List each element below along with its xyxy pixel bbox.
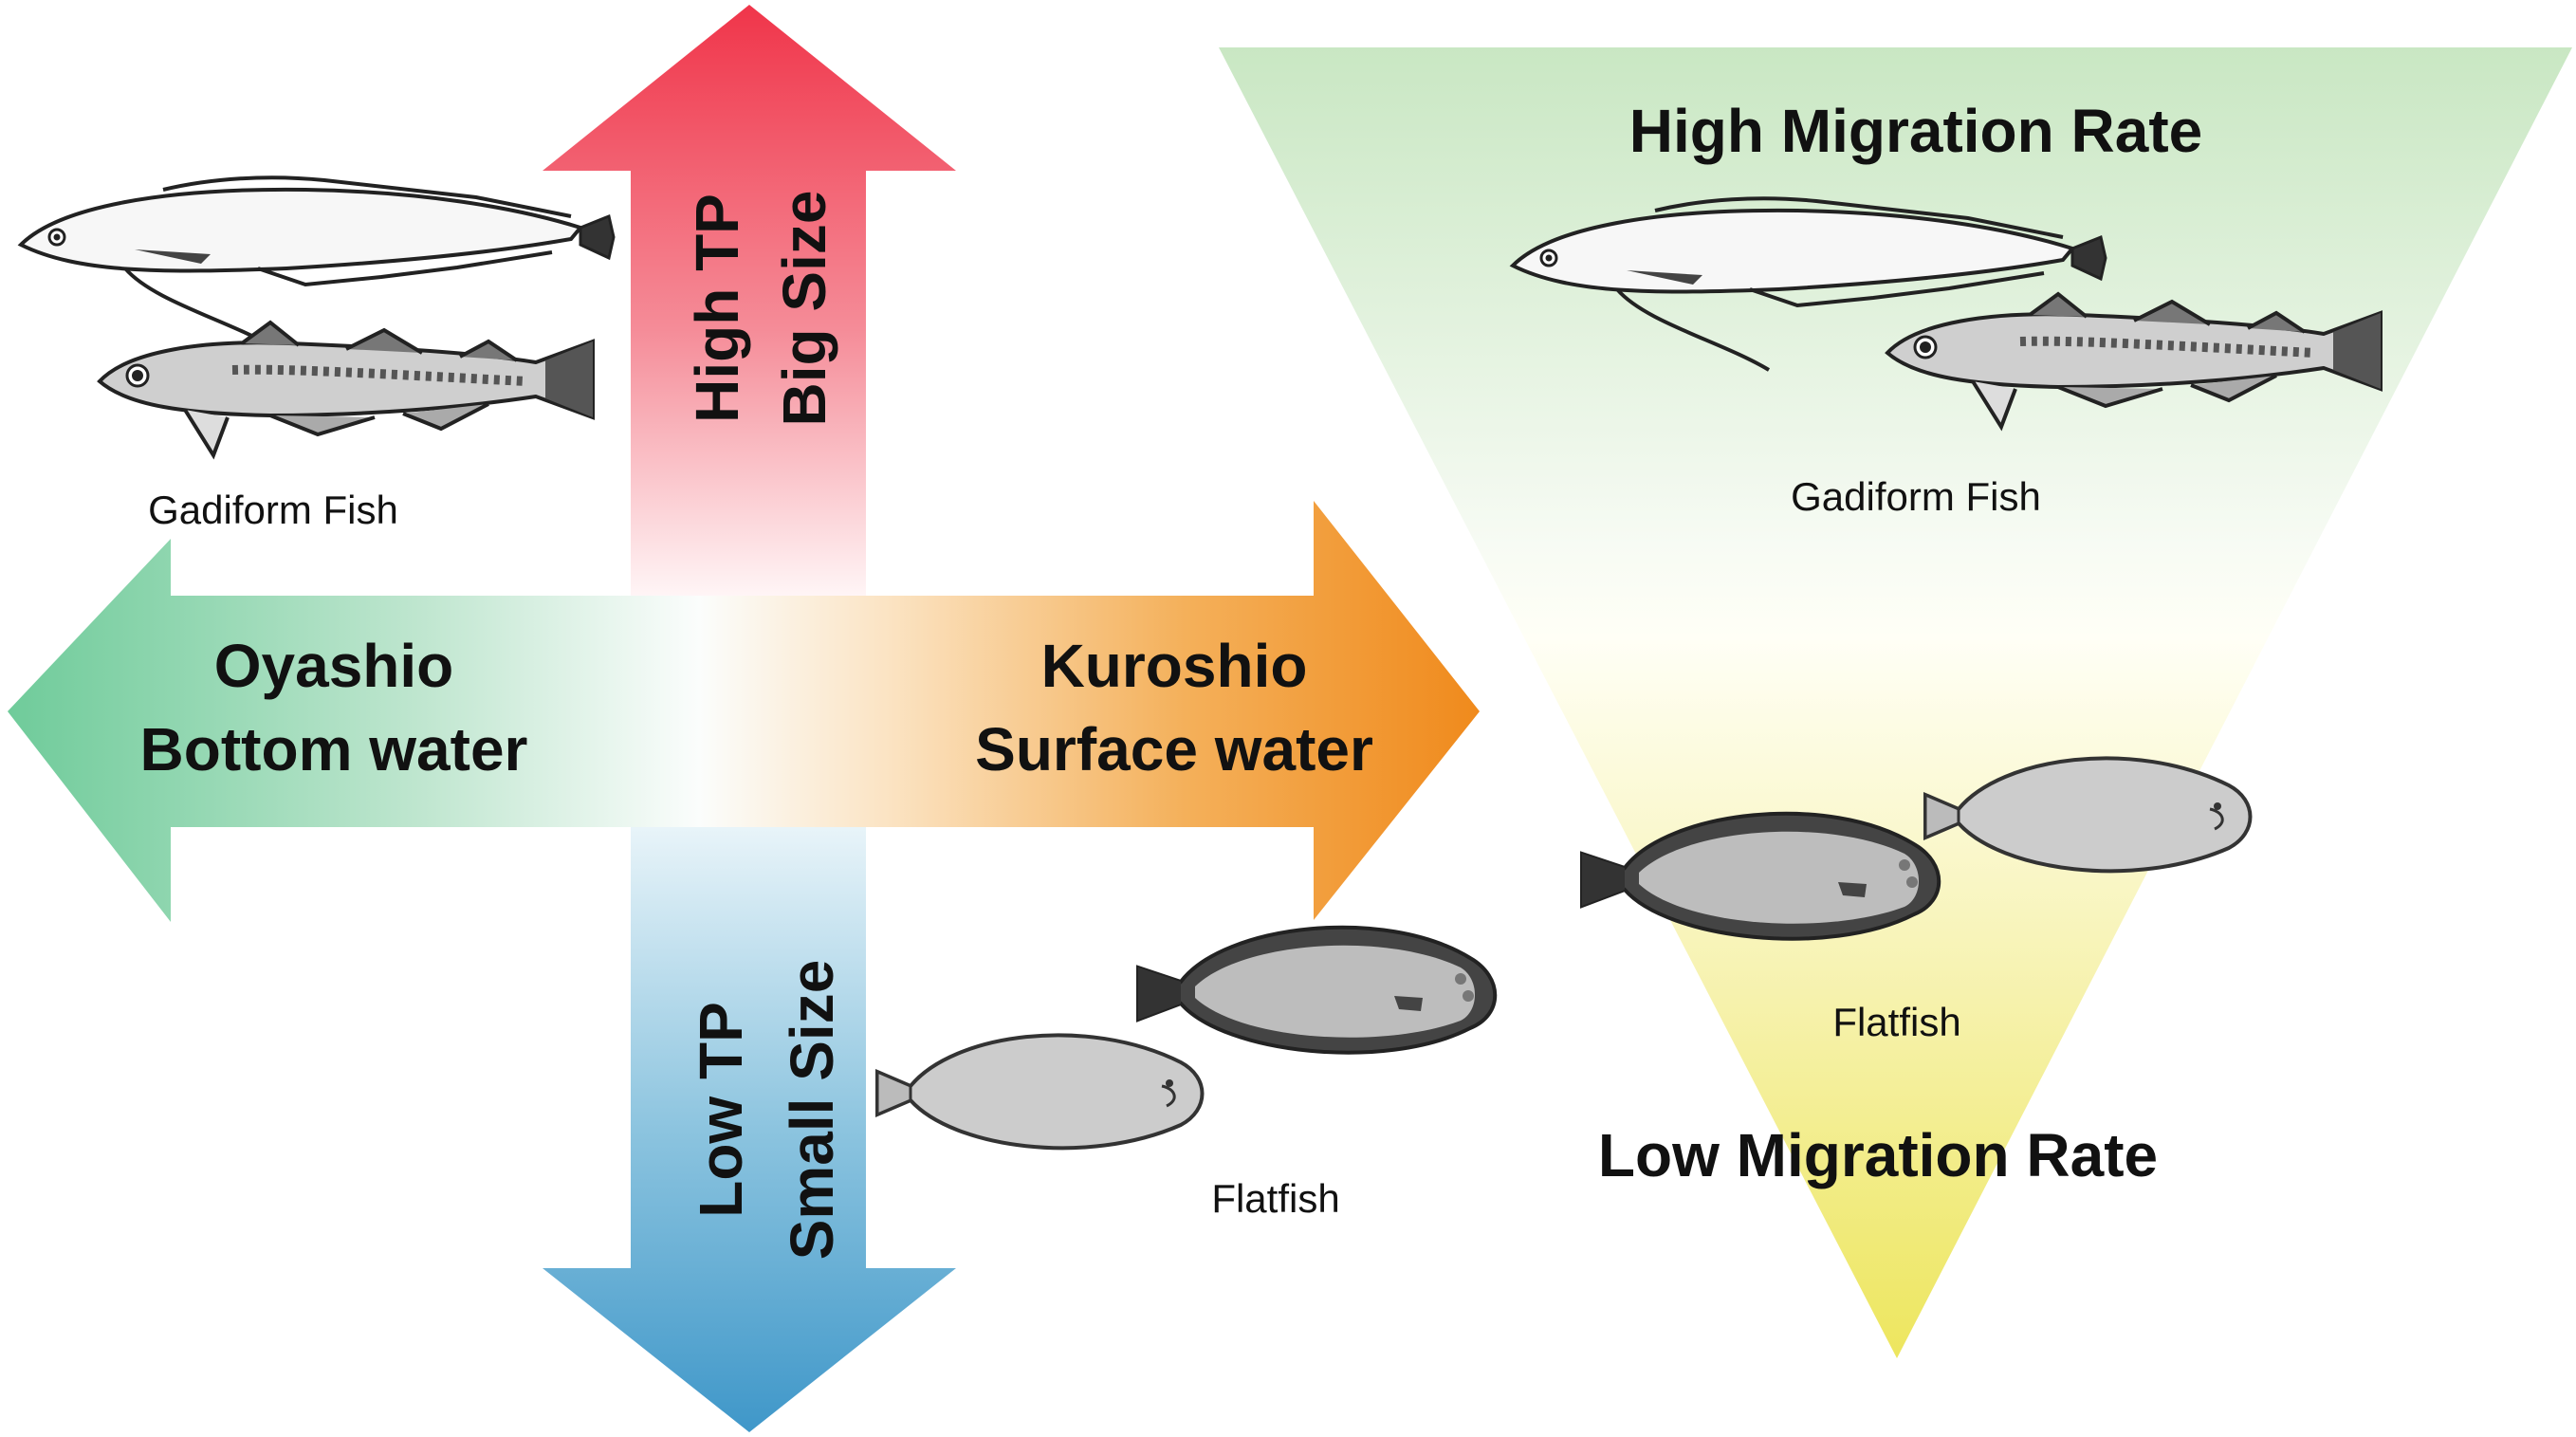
up-label-line2: Big Size xyxy=(770,191,838,427)
up-arrow-label: High TP Big Size xyxy=(683,191,838,427)
low-migration-title: Low Migration Rate xyxy=(1598,1121,2158,1189)
left-label-line2: Bottom water xyxy=(140,715,528,783)
down-label-line2: Small Size xyxy=(778,960,846,1261)
triangle-flatfish-label: Flatfish xyxy=(1832,1000,1960,1044)
down-arrow xyxy=(543,827,956,1432)
horizontal-arrow xyxy=(8,501,1480,922)
left-light-flatfish xyxy=(875,1033,1205,1151)
triangle-gadiform-label: Gadiform Fish xyxy=(1791,474,2041,519)
up-label-line1: High TP xyxy=(683,193,751,423)
high-migration-title: High Migration Rate xyxy=(1629,97,2202,165)
left-label-line1: Oyashio xyxy=(214,632,454,700)
right-label-line1: Kuroshio xyxy=(1041,632,1308,700)
down-label-line1: Low TP xyxy=(687,1002,755,1218)
left-gadiform-label: Gadiform Fish xyxy=(148,488,398,532)
left-flatfish-label: Flatfish xyxy=(1211,1176,1339,1221)
left-long-gadiform-fish xyxy=(19,175,616,351)
right-label-line2: Surface water xyxy=(975,715,1373,783)
up-arrow xyxy=(543,5,956,596)
down-arrow-label: Low TP Small Size xyxy=(687,960,846,1261)
left-cod-gadiform-fish xyxy=(100,322,593,455)
left-dark-flatfish xyxy=(1136,925,1498,1055)
